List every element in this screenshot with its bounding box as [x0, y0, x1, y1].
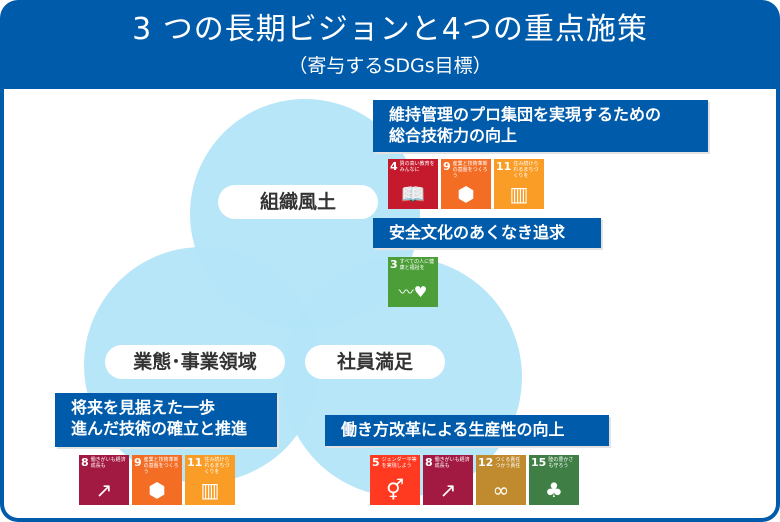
- sdg-number: 11: [187, 456, 203, 469]
- sdg-number: 8: [425, 456, 433, 469]
- sdg-text: 住み続けられるまちづくりを: [204, 457, 230, 475]
- sdg-number: 9: [134, 456, 142, 469]
- measure-box-4: 働き方改革による生産性の向上: [325, 415, 609, 446]
- gender-equality-icon: ⚥: [385, 478, 405, 502]
- city-icon: ▥: [509, 182, 529, 206]
- sdg-number: 5: [372, 456, 380, 469]
- vision-label-left: 業態･事業領域: [105, 345, 285, 379]
- measure-box-1: 維持管理のプロ集団を実現するための 総合技術力の向上: [373, 100, 708, 152]
- cubes-icon: ⬢: [457, 182, 475, 206]
- infinity-icon: ∞: [492, 478, 510, 502]
- growth-chart-icon: ↗: [95, 478, 113, 502]
- vision-label-right: 社員満足: [305, 345, 445, 379]
- measure-box-3: 将来を見据えた一歩 進んだ技術の確立と推進: [55, 393, 277, 447]
- sdg-text: 働きがいも経済成長も: [90, 457, 126, 469]
- tree-icon: ♣: [545, 478, 563, 502]
- city-icon: ▥: [200, 478, 220, 502]
- sdg-number: 3: [390, 258, 398, 271]
- sdg-text: つくる責任つかう責任: [495, 457, 521, 469]
- measure-text: 進んだ技術の確立と推進: [71, 419, 248, 438]
- page-subtitle: （寄与するSDGs目標）: [288, 55, 492, 77]
- measure-text: 総合技術力の向上: [389, 126, 518, 145]
- sdg-number: 15: [531, 456, 547, 469]
- sdg-text: 陸の豊かさも守ろう: [548, 457, 574, 469]
- sdg-number: 8: [81, 456, 89, 469]
- sdg-number: 4: [390, 160, 398, 173]
- sdg-text: 住み続けられるまちづくりを: [513, 161, 539, 179]
- measure-text: 将来を見据えた一歩: [71, 398, 216, 417]
- page-title: 3 つの長期ビジョンと4つの重点施策: [132, 12, 648, 47]
- sdg-text: 産業と技術革新の基盤をつくろう: [452, 161, 488, 179]
- heartbeat-icon: 〰♥: [398, 283, 428, 301]
- measure-text: 維持管理のプロ集団を実現するための: [389, 105, 662, 124]
- sdg-text: 働きがいも経済成長も: [434, 457, 470, 469]
- sdg-text: すべての人に健康と福祉を: [399, 259, 435, 271]
- sdg-text: 産業と技術革新の基盤をつくろう: [143, 457, 179, 475]
- diagram-area: 組織風土 業態･事業領域 社員満足 維持管理のプロ集団を実現するための 総合技術…: [4, 89, 776, 518]
- vision-label-top: 組織風土: [218, 185, 378, 219]
- sdg-text: ジェンダー平等を実現しよう: [381, 457, 417, 469]
- sdg-number: 12: [478, 456, 494, 469]
- sdg-number: 9: [443, 160, 451, 173]
- sdg-text: 質の高い教育をみんなに: [399, 161, 435, 173]
- growth-chart-icon: ↗: [439, 478, 457, 502]
- sdg-number: 11: [496, 160, 512, 173]
- book-icon: 📖: [400, 182, 426, 206]
- measure-box-2: 安全文化のあくなき追求: [373, 218, 601, 248]
- cubes-icon: ⬢: [148, 478, 166, 502]
